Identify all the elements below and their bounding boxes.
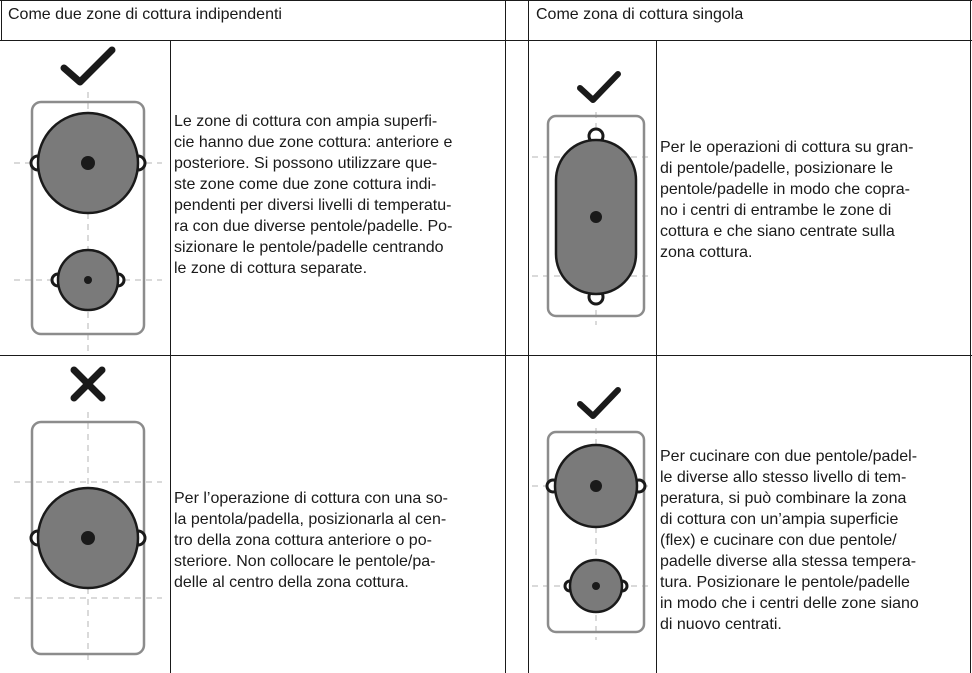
single-pot-wrong-description: Per l’operazione di cottura con una so- … xyxy=(174,490,448,591)
left-table-right-border xyxy=(505,0,506,673)
two-zone-diagram xyxy=(14,46,162,352)
large-pot-icon xyxy=(29,111,147,215)
single-zone-diagram xyxy=(532,71,652,325)
right-table-column-divider xyxy=(656,40,657,673)
left-table-left-border xyxy=(1,0,2,40)
left-table-column-divider xyxy=(170,40,171,673)
checkmark-icon xyxy=(60,46,116,86)
cooking-zone-outline xyxy=(546,114,646,318)
flex-zone-diagram xyxy=(532,387,652,640)
two-zone-description: Le zone di cottura con ampia superfi- ci… xyxy=(174,113,453,277)
small-pot-icon xyxy=(563,558,629,614)
oval-pot-icon xyxy=(554,127,638,306)
large-pot-icon xyxy=(29,486,147,590)
cross-icon xyxy=(70,366,106,402)
single-zone-description: Per le operazioni di cottura su gran- di… xyxy=(660,139,914,261)
large-pot-icon xyxy=(545,443,647,529)
right-table-right-border xyxy=(970,0,971,673)
small-pot-icon xyxy=(50,248,126,312)
flex-zone-description: Per cucinare con due pentole/padel- le d… xyxy=(660,448,919,633)
cooking-zone-outline xyxy=(30,100,146,336)
right-table-header: Come zona di cottura singola xyxy=(536,6,744,23)
left-table-header: Come due zone di cottura indipendenti xyxy=(8,6,282,23)
single-pot-wrong-diagram xyxy=(14,366,162,665)
table-top-border xyxy=(0,0,972,1)
right-table-left-border xyxy=(528,0,529,673)
row-divider xyxy=(0,355,972,356)
checkmark-icon xyxy=(577,387,621,419)
checkmark-icon xyxy=(577,71,621,103)
cooking-zone-outline xyxy=(546,430,646,634)
header-bottom-border xyxy=(0,40,972,41)
